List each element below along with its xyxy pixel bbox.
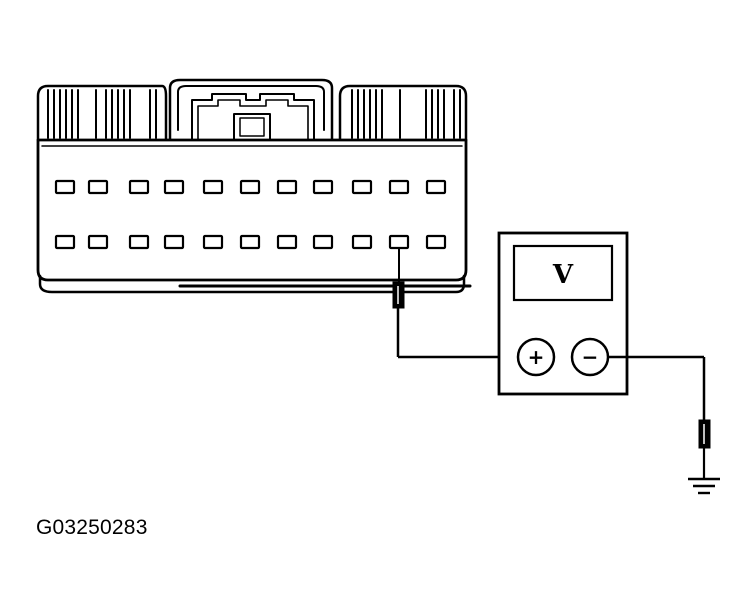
pin-row-1 [54,179,447,195]
negative-lead [608,355,711,478]
pin-row-2 [54,234,447,250]
voltmeter: V + − [497,231,629,396]
positive-terminal [516,337,556,377]
right-rib-hatching [351,89,461,139]
meter-display-text: V [552,260,574,290]
connector [36,78,472,294]
left-rib-hatching [47,89,157,139]
negative-terminal-label: − [582,345,599,369]
figure-id: G03250283 [36,516,148,539]
meter-display [512,244,614,302]
ground-icon [688,477,720,495]
probed-pin [388,234,410,250]
positive-terminal-label: + [528,345,545,369]
